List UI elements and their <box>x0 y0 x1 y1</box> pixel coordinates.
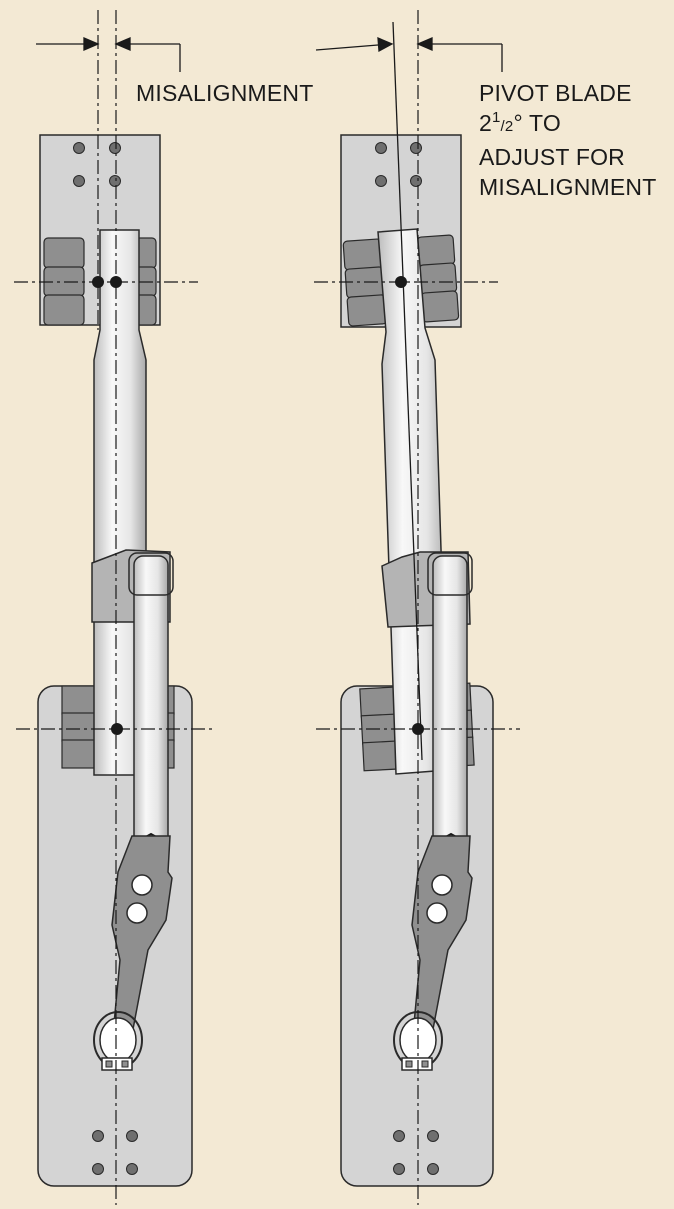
pivot-label-line-3: ADJUST FOR <box>479 144 625 170</box>
operating-rod <box>133 555 169 847</box>
pivot-label-line-1: PIVOT BLADE <box>479 80 632 106</box>
right-switch <box>314 10 520 1205</box>
pivot-point <box>110 276 122 288</box>
top-bolt-holes <box>375 142 422 187</box>
crank-arm <box>411 835 473 1046</box>
pivot-point <box>395 276 407 288</box>
pivot-dimension <box>315 36 503 72</box>
angle-fraction-slash: / <box>500 118 505 135</box>
pivot-blade-label: PIVOT BLADE 21/2° TO ADJUST FOR MISALIGN… <box>479 78 656 202</box>
pivot-label-line-4: MISALIGNMENT <box>479 174 657 200</box>
pivot-point <box>92 276 104 288</box>
crank-arm <box>111 835 173 1046</box>
operating-rod <box>432 555 468 847</box>
pivot-point <box>111 723 123 735</box>
bottom-bolt-holes <box>393 1130 439 1175</box>
angle-whole: 2 <box>479 110 492 136</box>
misalignment-label: MISALIGNMENT <box>136 80 314 106</box>
pivot-point <box>412 723 424 735</box>
left-switch <box>14 10 214 1205</box>
crank-hole <box>126 902 148 924</box>
pivoted-blade-axis <box>392 21 423 761</box>
misalignment-dimension <box>36 37 181 72</box>
angle-suffix: ° TO <box>513 110 561 136</box>
crank-hole <box>131 874 153 896</box>
top-contact-blocks <box>342 234 460 327</box>
crank-hole <box>426 902 448 924</box>
angle-fraction-numerator: 1 <box>492 109 501 126</box>
pipe-clamp <box>93 1011 143 1071</box>
top-bolt-holes <box>73 142 121 187</box>
angle-fraction-denominator: 2 <box>504 118 514 135</box>
centerlines <box>14 10 214 1205</box>
pivot-label-line-2: 21/2° TO <box>479 108 656 142</box>
bottom-bolt-holes <box>92 1130 138 1175</box>
crank-hole <box>431 874 453 896</box>
